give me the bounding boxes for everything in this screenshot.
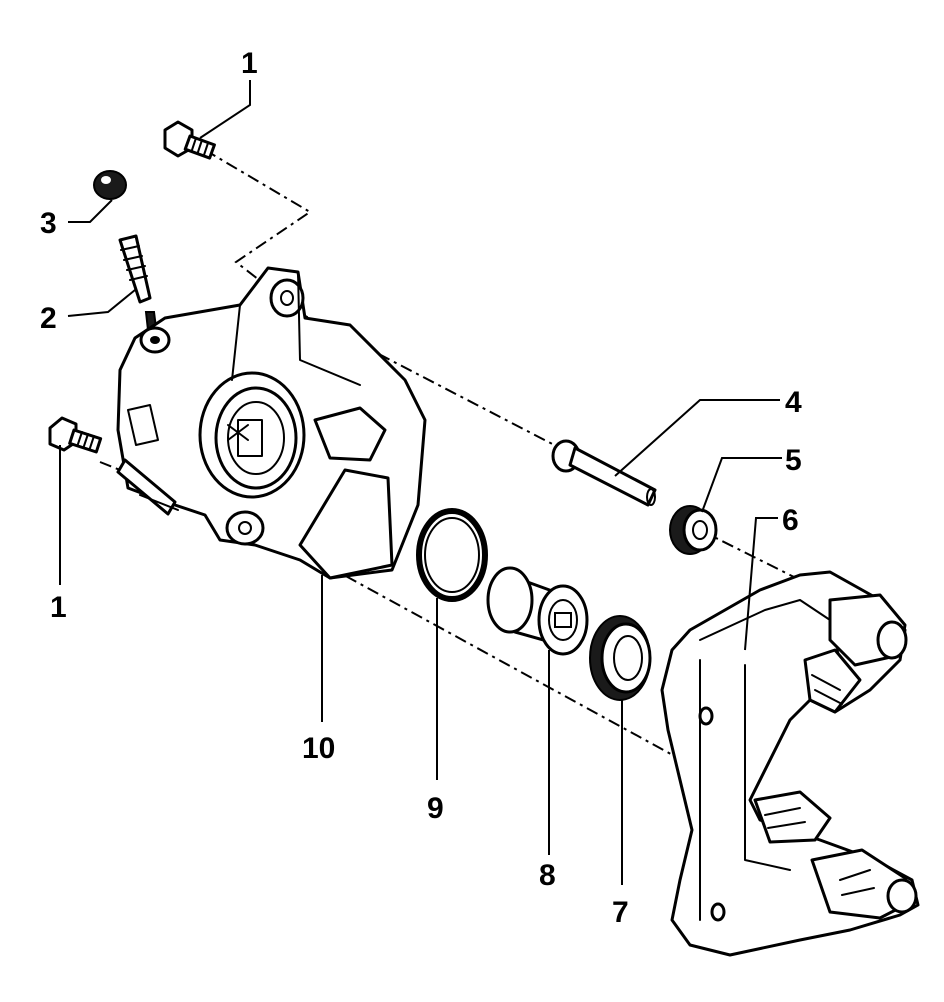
dust-boot [589, 615, 652, 701]
guide-pin [551, 439, 657, 507]
leader-caliper-bracket [744, 517, 778, 651]
callout-guide-pin: 4 [785, 386, 802, 419]
callout-dust-boot: 7 [612, 896, 629, 929]
callout-caliper-bracket: 6 [782, 504, 799, 537]
callout-piston-seal: 9 [427, 792, 444, 825]
leader-guide-bushing [701, 457, 782, 513]
caliper-bolt-top [163, 120, 216, 160]
bleeder-valve [118, 234, 158, 332]
leader-bleeder-cap [68, 199, 113, 223]
callout-labels: 1 3 2 1 4 5 6 10 9 8 7 [40, 47, 802, 929]
callout-caliper-housing: 10 [302, 732, 335, 765]
caliper-housing [116, 266, 427, 580]
callout-piston: 8 [539, 859, 556, 892]
piston-seal [416, 508, 488, 602]
guide-bushing [669, 505, 718, 555]
callout-bleeder-valve: 2 [40, 302, 57, 335]
leader-bolt-top [199, 80, 251, 139]
leader-lines [59, 80, 782, 885]
callout-guide-bushing: 5 [785, 444, 802, 477]
caliper-bolt-left [48, 416, 103, 454]
leader-bleeder-valve [67, 289, 136, 317]
leader-guide-pin [614, 399, 780, 477]
piston [486, 566, 589, 656]
callout-bolt-top: 1 [241, 47, 258, 80]
callout-bleeder-cap: 3 [40, 207, 57, 240]
bleeder-cap [93, 170, 127, 200]
callout-bolt-left: 1 [50, 591, 67, 624]
caliper-bracket [660, 570, 920, 957]
